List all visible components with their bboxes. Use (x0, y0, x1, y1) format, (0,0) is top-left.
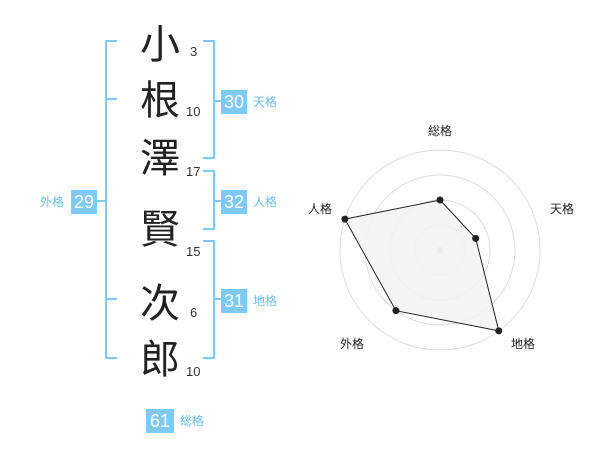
chikaku-value-badge: 31 (221, 289, 247, 313)
stroke-count-4: 15 (186, 244, 201, 259)
name-char-2: 根 (140, 78, 180, 124)
name-char-1: 小 (140, 22, 180, 68)
gaikaku-value-badge: 29 (71, 190, 97, 214)
stroke-count-2: 10 (186, 104, 201, 119)
tenkaku-value-badge: 30 (221, 90, 247, 114)
radar-axis-label-soukaku: 総格 (428, 124, 453, 138)
chikaku-bracket-tick (213, 298, 222, 300)
tenkaku-label: 天格 (253, 95, 278, 109)
name-char-6: 郎 (140, 337, 180, 383)
radar-point (392, 307, 400, 315)
gaikaku-bracket-mid-tick (97, 200, 107, 202)
soukaku-value-badge: 61 (146, 409, 174, 433)
jinkaku-value-badge: 32 (221, 190, 247, 214)
radar-point (495, 327, 503, 335)
radar-point (436, 196, 444, 204)
radar-axis-label-tenkaku: 天格 (550, 202, 575, 216)
stroke-count-1: 3 (190, 44, 198, 59)
soukaku-label: 総格 (180, 414, 205, 428)
name-char-4: 賢 (140, 207, 180, 253)
radar-axis-label-jinkaku: 人格 (308, 202, 333, 216)
name-char-3: 澤 (140, 136, 180, 182)
jinkaku-label: 人格 (253, 195, 278, 209)
tenkaku-bracket (203, 40, 215, 159)
radar-data-polygon (344, 199, 500, 332)
chikaku-label: 地格 (253, 294, 278, 308)
gaikaku-bracket (105, 40, 117, 359)
radar-axis-label-chikaku: 地格 (511, 337, 536, 351)
radar-grid-ring (339, 149, 541, 351)
radar-point (341, 215, 349, 223)
name-char-5: 次 (140, 281, 180, 327)
stroke-count-5: 6 (190, 305, 198, 320)
gaikaku-bracket-bottom-tick (107, 298, 117, 300)
jinkaku-bracket-tick (213, 200, 222, 202)
stroke-count-6: 10 (186, 364, 201, 379)
stroke-count-3: 17 (186, 164, 201, 179)
radar-point (472, 234, 480, 242)
gaikaku-bracket-top-tick (107, 98, 117, 100)
radar-axis-label-gaikaku: 外格 (340, 337, 365, 351)
tenkaku-bracket-tick (213, 100, 222, 102)
gaikaku-label: 外格 (40, 195, 65, 209)
